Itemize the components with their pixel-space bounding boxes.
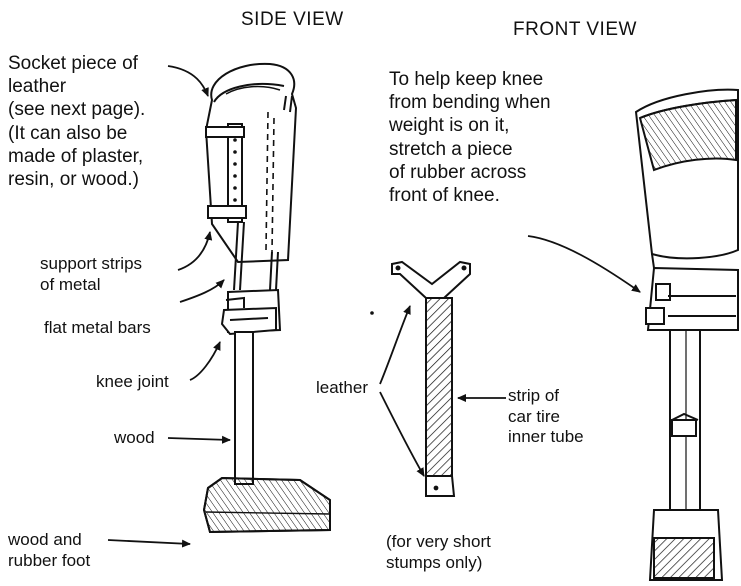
wood-label: wood (114, 428, 155, 449)
leather-top (392, 262, 470, 298)
rubber-strip (426, 298, 452, 476)
foot-label: wood and rubber foot (8, 530, 90, 571)
support-strips-label: support strips of metal (40, 254, 142, 295)
front-view-title: FRONT VIEW (513, 18, 637, 41)
leather-label: leather (316, 378, 368, 399)
front-view-leg (636, 90, 738, 580)
socket-outline (206, 64, 296, 262)
shin-wood (235, 332, 253, 484)
side-view-leg (204, 64, 330, 532)
foot (204, 478, 330, 532)
rubber-strip-diagram (392, 262, 470, 496)
leather-bottom (426, 476, 454, 496)
side-view-title: SIDE VIEW (241, 8, 344, 31)
front-leaders (528, 236, 640, 292)
flat-bars-label: flat metal bars (44, 318, 151, 339)
knee-note: To help keep knee from bending when weig… (389, 68, 551, 207)
knee-joint-label: knee joint (96, 372, 169, 393)
short-stumps-label: (for very short stumps only) (386, 532, 491, 573)
socket-label: Socket piece of leather (see next page).… (8, 52, 145, 191)
strip-label: strip of car tire inner tube (508, 386, 584, 448)
